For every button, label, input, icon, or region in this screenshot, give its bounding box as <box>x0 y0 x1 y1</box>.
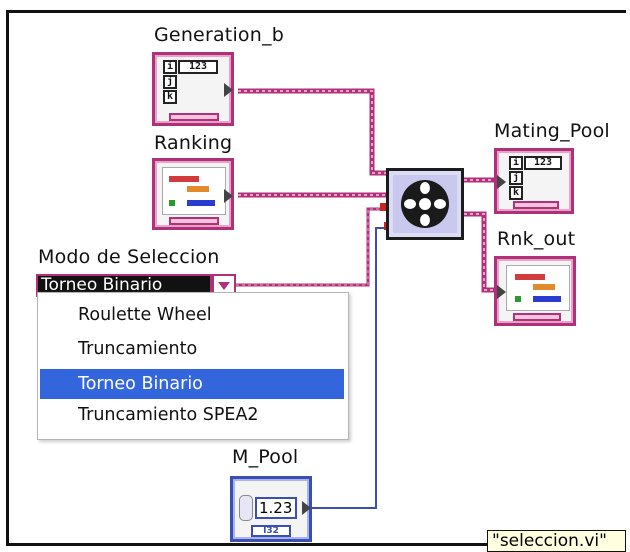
field-j: j <box>509 171 523 185</box>
mating-pool-label: Mating_Pool <box>494 120 610 142</box>
field-i: i <box>509 156 523 170</box>
subvi-tooltip: "seleccion.vi" <box>487 530 626 552</box>
menu-item-torneo-binario[interactable]: Torneo Binario <box>40 369 344 399</box>
modo-de-seleccion-label: Modo de Seleccion <box>38 246 220 268</box>
m-pool-terminal[interactable]: 1.23 I32 <box>230 476 312 542</box>
input-arrow-icon <box>497 285 506 299</box>
cluster-frame-bottom <box>169 217 219 225</box>
ranking-terminal[interactable] <box>152 158 234 230</box>
element-bar-red <box>515 274 545 280</box>
generation-b-wire[interactable] <box>238 88 386 176</box>
numeric-increment-icon <box>239 495 253 521</box>
cluster-frame-bottom <box>169 113 219 121</box>
element-bar-red <box>169 176 199 182</box>
seleccion-subvi[interactable] <box>386 168 464 240</box>
selection-wheel-icon <box>393 175 457 233</box>
element-bar-blue <box>187 200 215 206</box>
output-arrow-icon <box>224 189 233 203</box>
generation-b-label: Generation_b <box>154 24 284 46</box>
cluster-inner-panel <box>506 265 570 311</box>
element-bar-blue <box>533 296 561 302</box>
element-bar-orange <box>533 284 555 290</box>
mating-pool-terminal[interactable]: i 123 j k <box>494 148 574 214</box>
field-k: k <box>509 186 523 200</box>
connector-pane-mark <box>380 203 388 211</box>
m-pool-wire[interactable] <box>312 227 386 509</box>
element-bar-green <box>169 200 175 206</box>
generation-b-terminal[interactable]: i 123 j k <box>152 52 234 126</box>
rnk-out-wire[interactable] <box>464 211 496 293</box>
m-pool-label: M_Pool <box>232 446 299 468</box>
modo-de-seleccion-enum[interactable]: Torneo Binario <box>36 274 212 297</box>
modo-seleccion-wire[interactable] <box>236 207 386 287</box>
element-bar-orange <box>187 186 209 192</box>
input-arrow-icon <box>497 175 506 189</box>
numeric-display: 123 <box>524 156 562 170</box>
field-k: k <box>163 90 177 104</box>
field-j: j <box>163 75 177 89</box>
output-arrow-icon <box>302 501 311 515</box>
element-bar-green <box>515 296 521 302</box>
field-i: i <box>163 60 177 74</box>
cluster-frame-bottom <box>513 201 559 209</box>
menu-item-truncamiento[interactable]: Truncamiento <box>78 339 198 359</box>
cluster-inner-panel <box>162 167 226 215</box>
chevron-down-icon <box>218 281 230 290</box>
ranking-label: Ranking <box>154 132 233 154</box>
numeric-value-display: 1.23 <box>255 497 297 519</box>
menu-item-roulette-wheel[interactable]: Roulette Wheel <box>78 305 212 325</box>
output-arrow-icon <box>224 83 233 97</box>
numeric-display: 123 <box>178 60 218 74</box>
rnk-out-terminal[interactable] <box>494 256 576 326</box>
i32-type-badge: I32 <box>251 525 291 537</box>
enum-dropdown-menu: Roulette Wheel Truncamiento Torneo Binar… <box>37 292 349 440</box>
rnk-out-label: Rnk_out <box>497 228 576 250</box>
menu-item-truncamiento-spea2[interactable]: Truncamiento SPEA2 <box>78 405 259 425</box>
cluster-frame-bottom <box>513 313 561 321</box>
